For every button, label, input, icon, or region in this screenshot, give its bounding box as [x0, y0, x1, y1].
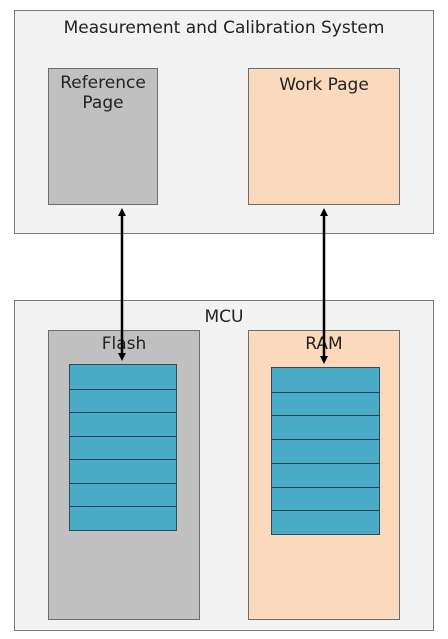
- flash-block-row-divider: [70, 436, 176, 437]
- flash-block-row-divider: [70, 483, 176, 484]
- ram-block-row-divider: [272, 439, 379, 440]
- flash-block-row-divider: [70, 389, 176, 390]
- ram-block-row-divider: [272, 392, 379, 393]
- mcu-title: MCU: [204, 307, 244, 327]
- ram-box: RAM: [248, 330, 400, 620]
- flash-block-row-divider: [70, 412, 176, 413]
- mcu-container: MCU Flash RAM: [14, 300, 434, 631]
- mcs-title: Measurement and Calibration System: [63, 18, 385, 38]
- work-page-label: Work Page: [279, 75, 369, 95]
- ram-label: RAM: [305, 334, 343, 354]
- ram-block-row-divider: [272, 487, 379, 488]
- ram-memory-block: [271, 367, 380, 535]
- mcs-container: Measurement and Calibration System Refer…: [14, 10, 434, 234]
- flash-memory-block: [69, 364, 177, 531]
- flash-block-row-divider: [70, 506, 176, 507]
- reference-page-box: Reference Page: [48, 68, 158, 205]
- ram-block-row-divider: [272, 463, 379, 464]
- reference-page-label: Reference Page: [60, 73, 146, 113]
- flash-box: Flash: [48, 330, 200, 620]
- ram-block-row-divider: [272, 510, 379, 511]
- ram-block-row-divider: [272, 415, 379, 416]
- work-page-box: Work Page: [248, 68, 400, 205]
- flash-label: Flash: [101, 334, 147, 354]
- flash-block-row-divider: [70, 459, 176, 460]
